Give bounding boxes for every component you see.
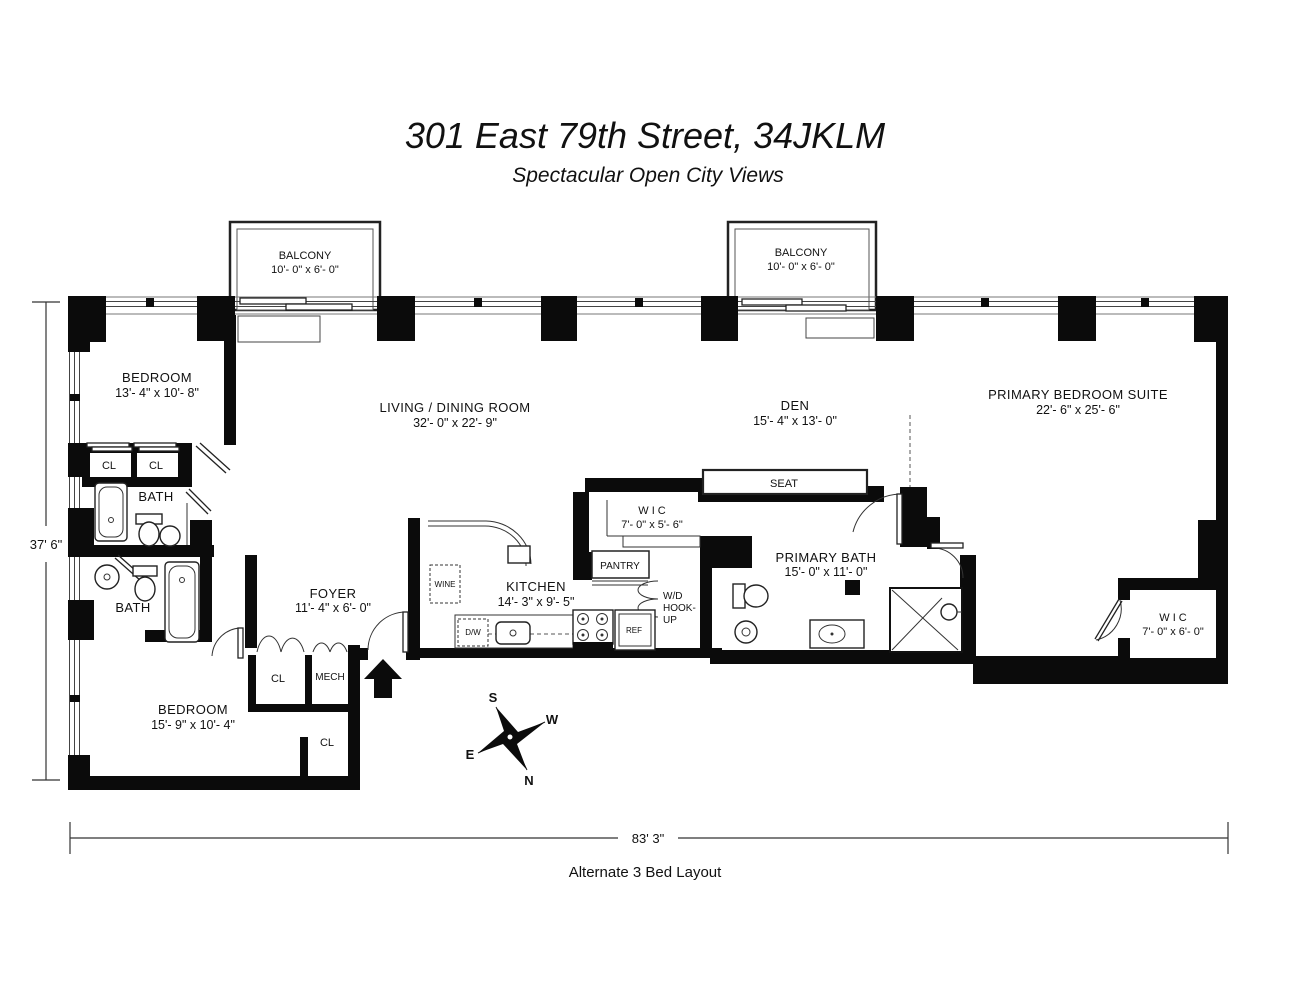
exterior-walls [68, 296, 1228, 790]
dimension-width-value: 83' 3" [632, 831, 665, 846]
closet-1-label: CL [102, 460, 116, 472]
toilet-primary [732, 583, 769, 609]
mech-closet-doors [312, 642, 348, 653]
balcony-right-label: BALCONY [775, 247, 828, 259]
wine-cooler: WINE [429, 564, 461, 604]
pantry-box [591, 550, 650, 579]
pantry-sliding-door [592, 580, 648, 586]
living-dining-dims: 32'- 0" x 22'- 9" [413, 416, 497, 430]
bedroom-top-label: BEDROOM [122, 370, 192, 385]
wic-middle-rod [606, 500, 701, 548]
refrigerator-label: REF [626, 626, 642, 635]
wic-right-dims: 7'- 0" x 6'- 0" [1142, 626, 1204, 638]
foyer-closet-doors [256, 635, 305, 653]
fixtures: WINE D/W REF [94, 415, 963, 653]
compass-rose-icon: S W E N [466, 690, 559, 788]
page-subtitle: Spectacular Open City Views [512, 164, 784, 187]
bedroom-top-dims: 13'- 4" x 10'- 8" [115, 386, 199, 400]
dimension-height: 37' 6" [30, 301, 63, 781]
doors [86, 442, 1123, 659]
svg-text:UP: UP [663, 615, 677, 626]
primary-bath-dims: 15'- 0" x 11'- 0" [785, 565, 868, 579]
den-dims: 15'- 4" x 13'- 0" [753, 414, 837, 428]
primary-suite-dims: 22'- 6" x 25'- 6" [1036, 403, 1120, 417]
sink-lower [94, 564, 120, 590]
bedroom-top-door [195, 442, 231, 474]
wic-middle-dims: 7'- 0" x 5'- 6" [621, 519, 683, 531]
wic-right-door [1094, 598, 1123, 642]
plan-caption: Alternate 3 Bed Layout [569, 864, 722, 881]
toilet-lower [132, 565, 158, 602]
wd-hookup-label: W/D HOOK- UP [663, 591, 696, 626]
bedroom-bottom-door [211, 627, 244, 659]
bath-upper-label: BATH [138, 489, 173, 504]
vanity-primary [809, 619, 865, 649]
foyer-dims: 11'- 4" x 6'- 0" [295, 601, 371, 615]
kitchen-counter [428, 520, 575, 649]
bath-lower-label: BATH [115, 600, 150, 615]
sliding-door-left-balcony [239, 297, 307, 305]
stove [572, 609, 614, 652]
window-band-left [67, 352, 83, 755]
dimension-width: 83' 3" [69, 822, 1229, 854]
den-label: DEN [781, 398, 810, 413]
wic-middle-label: W I C [638, 505, 666, 517]
primary-suite-door [852, 493, 903, 545]
compass-north: N [524, 773, 533, 788]
shower-primary [889, 587, 963, 653]
seat-label: SEAT [770, 478, 798, 490]
compass-south: S [489, 690, 498, 705]
closet-bedroom-label: CL [320, 737, 334, 749]
wic-right-label: W I C [1159, 612, 1187, 624]
primary-bath-door [930, 542, 964, 579]
bedroom-bottom-label: BEDROOM [158, 702, 228, 717]
refrigerator: REF [614, 609, 656, 651]
compass-east: E [466, 747, 475, 762]
entry-door [367, 611, 409, 653]
bath-column [845, 580, 860, 595]
radiator-left [237, 315, 321, 343]
closet-2-label: CL [149, 460, 163, 472]
sliding-door-right-balcony [741, 298, 803, 306]
dimension-height-value: 37' 6" [30, 537, 63, 552]
balcony-left-label: BALCONY [279, 250, 332, 262]
primary-suite-label: PRIMARY BEDROOM SUITE [988, 387, 1168, 402]
dishwasher: D/W [457, 618, 489, 647]
balcony-left-dims: 10'- 0" x 6'- 0" [271, 264, 339, 276]
sink-upper [159, 525, 181, 547]
closet-sliding-doors [86, 442, 180, 452]
svg-text:W/D: W/D [663, 591, 682, 602]
radiator-right [805, 317, 875, 339]
bathtub-upper [94, 482, 128, 542]
entry-arrow-icon [364, 659, 402, 698]
bath-upper-door [185, 488, 212, 515]
sink-round-primary [734, 620, 758, 644]
room-labels: BEDROOM 13'- 4" x 10'- 8" LIVING / DININ… [102, 370, 1204, 749]
bedroom-bottom-dims: 15'- 9" x 10'- 4" [151, 718, 235, 732]
page-title: 301 East 79th Street, 34JKLM [405, 115, 885, 156]
kitchen-label: KITCHEN [506, 579, 566, 594]
balcony-right-dims: 10'- 0" x 6'- 0" [767, 261, 835, 273]
compass-west: W [546, 712, 559, 727]
svg-text:HOOK-: HOOK- [663, 603, 696, 614]
kitchen-sink [495, 621, 531, 645]
title-block: 301 East 79th Street, 34JKLM Spectacular… [405, 115, 885, 187]
foyer-label: FOYER [310, 586, 357, 601]
wine-label: WINE [435, 580, 456, 589]
dishwasher-label: D/W [465, 628, 481, 637]
mech-label: MECH [315, 672, 344, 683]
bathtub-lower [164, 561, 200, 643]
window-seat [701, 468, 869, 496]
window-band-top [68, 296, 1228, 343]
closet-foyer-label: CL [271, 673, 285, 685]
kitchen-dims: 14'- 3" x 9'- 5" [498, 595, 575, 609]
toilet-upper [135, 513, 163, 547]
interior-walls [68, 315, 1228, 776]
pantry-label: PANTRY [600, 561, 640, 572]
primary-bath-label: PRIMARY BATH [776, 550, 877, 565]
living-dining-label: LIVING / DINING ROOM [379, 400, 530, 415]
